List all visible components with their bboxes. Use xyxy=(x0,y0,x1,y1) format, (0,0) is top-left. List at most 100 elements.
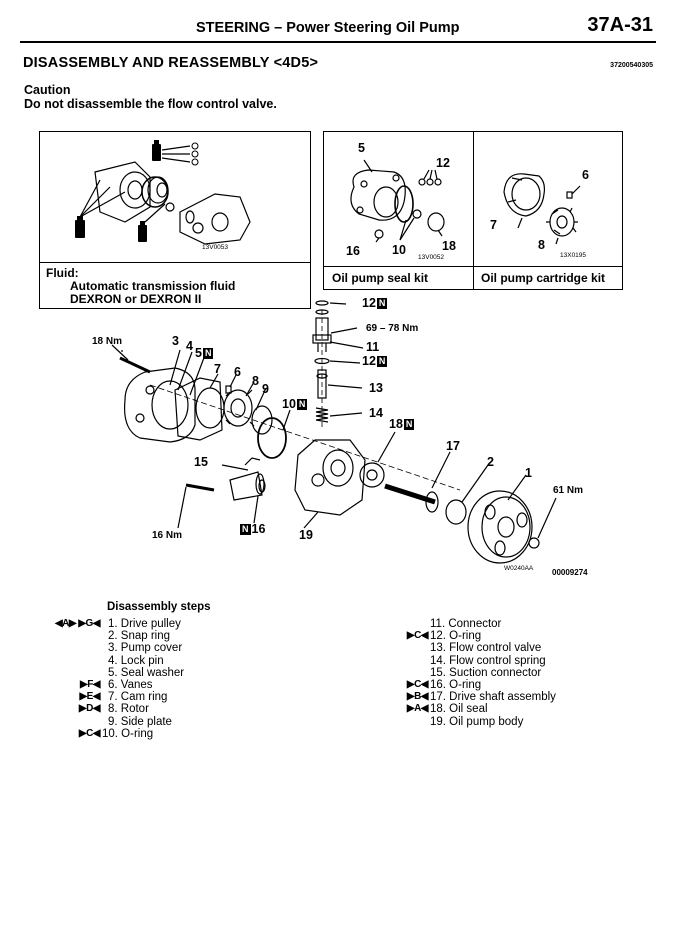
page-number: 37A-31 xyxy=(587,14,653,36)
step-text: 9. Side plate xyxy=(108,715,172,728)
step-text: 19. Oil pump body xyxy=(430,715,524,728)
steps-left-column: ◀A▶ ▶G◀1. Drive pulley 2. Snap ring 3. P… xyxy=(24,618,184,740)
new-part-mark: N xyxy=(240,524,251,536)
step-text: 16. O-ring xyxy=(430,679,482,692)
step-row: ▶A◀18. Oil seal xyxy=(392,703,556,715)
step-row: ▶B◀17. Drive shaft assembly xyxy=(392,691,556,703)
new-part-mark: N xyxy=(403,419,415,431)
seal-kit-figure-code: 13V0052 xyxy=(418,254,445,261)
fluid-divider xyxy=(40,262,310,263)
step-row: ▶D◀ 8. Rotor xyxy=(24,703,184,715)
fluid-figure-code: 13V0053 xyxy=(202,244,229,251)
step-row: 3. Pump cover xyxy=(24,642,184,654)
step-text: 5. Seal washer xyxy=(108,666,185,679)
step-row: 11. Connector xyxy=(392,618,556,630)
callout-6: 6 xyxy=(234,365,241,379)
callout-13: 13 xyxy=(369,381,383,395)
callout-3: 3 xyxy=(172,334,179,348)
step-row: 14. Flow control spring xyxy=(392,655,556,667)
caution-block: Caution Do not disassemble the flow cont… xyxy=(24,83,277,111)
new-part-mark: N xyxy=(376,298,388,310)
step-text: 13. Flow control valve xyxy=(430,642,542,655)
fluid-label: Fluid: xyxy=(46,266,79,280)
step-text: 4. Lock pin xyxy=(108,654,164,667)
step-text: 10. O-ring xyxy=(102,727,154,740)
step-marks: ▶C◀ xyxy=(406,630,429,642)
step-row: 5. Seal washer xyxy=(24,667,184,679)
step-row: ▶C◀16. O-ring xyxy=(392,679,556,691)
step-text: 6. Vanes xyxy=(108,679,153,692)
cartridge-kit-figure-code: 13X0195 xyxy=(560,252,587,259)
step-text: 3. Pump cover xyxy=(108,642,183,655)
diagram-code-1: W0240AA xyxy=(504,565,534,572)
step-marks: ◀A▶ ▶G◀ xyxy=(54,618,101,629)
step-marks xyxy=(392,655,430,667)
cartridge-kit-caption: Oil pump cartridge kit xyxy=(481,271,606,285)
torque-69-78nm: 69 – 78 Nm xyxy=(366,323,419,334)
step-row: 15. Suction connector xyxy=(392,667,556,679)
torque-61nm: 61 Nm xyxy=(553,485,584,496)
seal-kit-callout-12: 12 xyxy=(436,156,450,170)
seal-kit-caption: Oil pump seal kit xyxy=(332,271,429,285)
steps-title: Disassembly steps xyxy=(107,601,211,613)
seal-kit-callout-5: 5 xyxy=(358,141,365,155)
step-marks xyxy=(24,642,108,654)
document-code: 37200540305 xyxy=(610,62,653,69)
step-row: ▶F◀6. Vanes xyxy=(24,679,184,691)
step-marks xyxy=(24,667,108,679)
seal-kit-callout-10: 10 xyxy=(392,243,406,257)
callout-14: 14 xyxy=(369,406,383,420)
caution-text: Do not disassemble the flow control valv… xyxy=(24,97,277,111)
step-row: 2. Snap ring xyxy=(24,630,184,642)
seal-kit-illustration xyxy=(350,159,445,243)
cartridge-kit-illustration xyxy=(503,173,581,245)
fluid-line-2: DEXRON or DEXRON II xyxy=(70,292,202,306)
new-part-mark: N xyxy=(202,348,214,360)
step-marks xyxy=(24,716,108,728)
step-text: 2. Snap ring xyxy=(108,630,171,643)
step-row: ▶E◀7. Cam ring xyxy=(24,691,184,703)
step-marks: ▶A◀ xyxy=(406,703,429,715)
step-row: ◀A▶ ▶G◀1. Drive pulley xyxy=(24,618,184,630)
step-text: 14. Flow control spring xyxy=(430,654,546,667)
step-text: 17. Drive shaft assembly xyxy=(430,691,556,704)
seal-kit-callout-16: 16 xyxy=(346,244,360,258)
callout-1: 1 xyxy=(525,466,532,480)
step-marks xyxy=(392,667,430,679)
callout-15: 15 xyxy=(194,455,208,469)
running-header-title: STEERING – Power Steering Oil Pump xyxy=(196,20,460,36)
step-row: 13. Flow control valve xyxy=(392,642,556,654)
seal-kit-callout-18: 18 xyxy=(442,239,456,253)
callout-7: 7 xyxy=(214,362,221,376)
step-text: 8. Rotor xyxy=(108,703,149,716)
section-title: DISASSEMBLY AND REASSEMBLY <4D5> xyxy=(23,55,319,71)
cartridge-kit-callout-8: 8 xyxy=(538,238,545,252)
callout-8: 8 xyxy=(252,374,259,388)
step-row: ▶C◀10. O-ring xyxy=(24,728,184,740)
cartridge-kit-callout-7: 7 xyxy=(490,218,497,232)
caution-heading: Caution xyxy=(24,83,71,97)
cartridge-kit-callout-6: 6 xyxy=(582,168,589,182)
header-rule xyxy=(20,41,656,43)
callout-17: 17 xyxy=(446,439,460,453)
kits-divider-vertical xyxy=(473,132,474,289)
kits-divider-horizontal xyxy=(324,266,622,267)
callout-4: 4 xyxy=(186,339,193,353)
step-marks xyxy=(392,642,430,654)
step-marks: ▶D◀ xyxy=(78,703,101,715)
fluid-figure-box: 13V0053 Fluid: Automatic transmission fl… xyxy=(39,131,311,309)
step-row: 4. Lock pin xyxy=(24,655,184,667)
callout-2: 2 xyxy=(487,455,494,469)
new-part-mark: N xyxy=(376,356,388,368)
callout-19: 19 xyxy=(299,528,313,542)
step-marks: ▶C◀ xyxy=(406,679,429,691)
steps-right-column: 11. Connector ▶C◀12. O-ring 13. Flow con… xyxy=(392,618,556,728)
step-marks xyxy=(392,716,430,728)
step-marks: ▶B◀ xyxy=(406,691,429,703)
